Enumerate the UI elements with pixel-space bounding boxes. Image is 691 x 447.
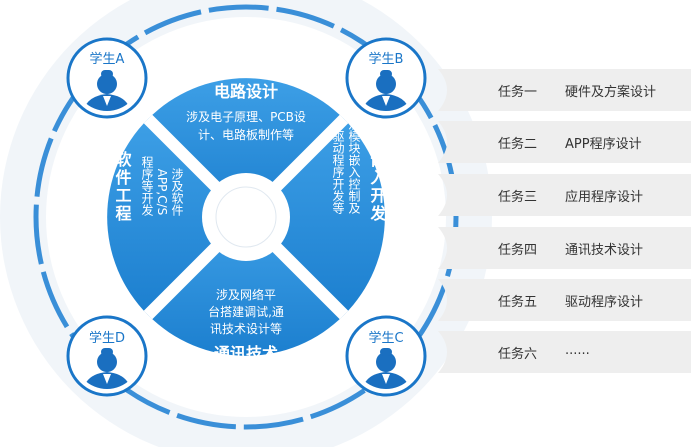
task-name: 任务四 bbox=[498, 243, 538, 258]
task-desc: 通讯技术设计 bbox=[565, 243, 644, 258]
segment-left-title: 软件工程 bbox=[113, 150, 132, 223]
segment-bottom-desc: 涉及网络平 bbox=[216, 287, 276, 302]
task-row-background bbox=[438, 121, 691, 163]
segment-bottom-desc: 讯技术设计等 bbox=[210, 322, 282, 336]
student-badge-c: 学生C bbox=[345, 315, 427, 397]
segment-right-desc: 涉及模块嵌入控制及 bbox=[347, 106, 361, 214]
task-desc: 硬件及方案设计 bbox=[565, 85, 657, 100]
task-row-background bbox=[438, 69, 691, 111]
task-row-background bbox=[438, 174, 691, 216]
center-hub bbox=[215, 186, 277, 248]
task-name: 任务三 bbox=[498, 190, 538, 205]
task-desc: 驱动程序设计 bbox=[565, 295, 644, 310]
task-row: 任务二 APP程序设计 bbox=[438, 121, 691, 163]
student-badge-a: 学生A bbox=[66, 37, 148, 119]
task-row: 任务六 ...... bbox=[438, 331, 691, 373]
segment-right bbox=[246, 119, 385, 315]
task-name: 任务二 bbox=[498, 137, 538, 152]
segment-right-title: 嵌入开发 bbox=[368, 150, 388, 223]
segment-left-desc: 涉及软件 bbox=[170, 168, 184, 216]
student-badge-b: 学生B bbox=[345, 37, 427, 119]
task-name: 任务一 bbox=[498, 85, 538, 100]
segment-bottom-desc: 台搭建调试,通 bbox=[208, 304, 284, 319]
student-label: 学生D bbox=[89, 330, 125, 346]
task-row: 任务五 驱动程序设计 bbox=[438, 279, 691, 321]
segment-bottom bbox=[148, 217, 344, 356]
segment-top-title: 电路设计 bbox=[214, 82, 278, 101]
task-row: 任务四 通讯技术设计 bbox=[438, 227, 691, 269]
student-label: 学生C bbox=[368, 330, 403, 346]
task-row-background bbox=[438, 279, 691, 321]
task-desc: 应用程序设计 bbox=[565, 190, 644, 205]
task-desc: APP程序设计 bbox=[565, 137, 642, 152]
segment-left-desc: 程序等开发 bbox=[140, 155, 154, 216]
task-row: 任务一 硬件及方案设计 bbox=[438, 69, 691, 111]
student-label: 学生B bbox=[369, 51, 404, 67]
segment-left-desc: APP,C/S bbox=[155, 169, 169, 216]
task-desc: ...... bbox=[565, 343, 590, 358]
segment-top-desc: 计、电路板制作等 bbox=[198, 127, 294, 142]
student-badge-d: 学生D bbox=[66, 315, 148, 397]
student-label: 学生A bbox=[90, 51, 125, 67]
segment-top bbox=[148, 78, 344, 217]
task-row-background bbox=[438, 227, 691, 269]
segment-right-desc: 驱动程序开发等 bbox=[331, 130, 345, 214]
segment-top-desc: 涉及电子原理、PCB设 bbox=[186, 110, 306, 124]
task-name: 任务五 bbox=[498, 295, 538, 310]
task-row: 任务三 应用程序设计 bbox=[438, 174, 691, 216]
task-name: 任务六 bbox=[498, 347, 538, 362]
segment-bottom-title: 通讯技术 bbox=[214, 344, 278, 363]
segment-left bbox=[107, 119, 246, 315]
task-row-background bbox=[438, 331, 691, 373]
dashed-blue-ring bbox=[33, 4, 459, 430]
